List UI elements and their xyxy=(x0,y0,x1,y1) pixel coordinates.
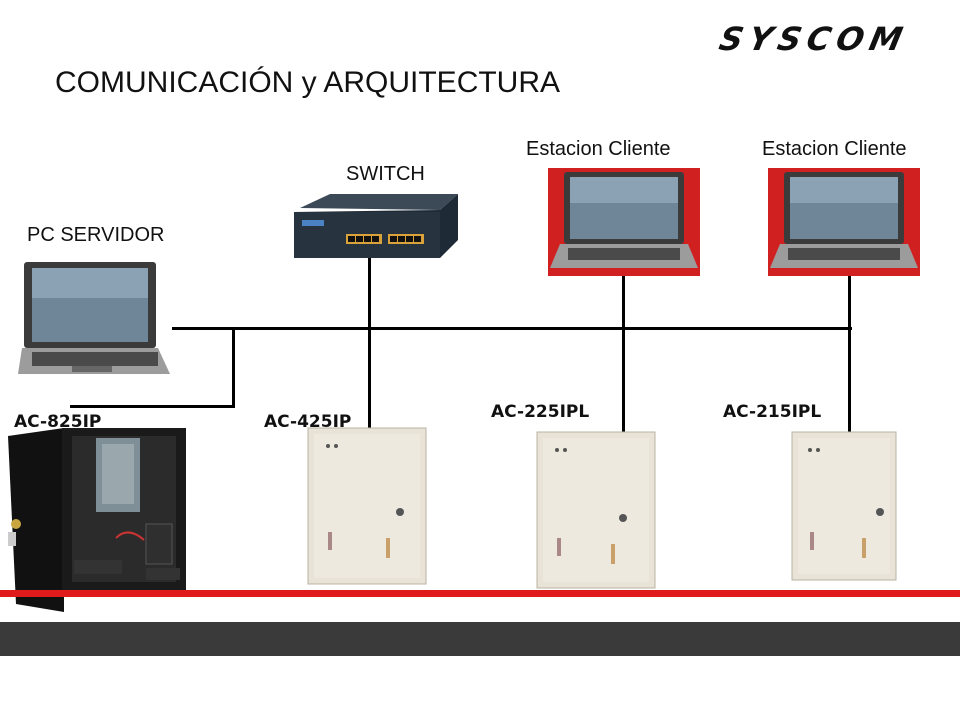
client1-label: Estacion Cliente xyxy=(526,138,671,160)
ac825-panel-icon xyxy=(8,428,186,612)
server-laptop-icon xyxy=(18,262,170,374)
ac225-label: AC-225IPL xyxy=(491,402,590,422)
ac825-label: AC-825IP xyxy=(14,412,102,432)
switch-label: SWITCH xyxy=(346,163,425,185)
client1-laptop-icon xyxy=(548,168,700,276)
page-title: COMUNICACIÓN y ARQUITECTURA xyxy=(55,66,561,99)
footer-bar xyxy=(0,622,960,656)
ac215-enclosure-icon xyxy=(791,431,897,581)
ac215-label: AC-215IPL xyxy=(723,402,822,422)
ac425-label: AC-425IP xyxy=(264,412,352,432)
ac225-enclosure-icon xyxy=(536,431,656,589)
client2-laptop-icon xyxy=(768,168,920,276)
client2-label: Estacion Cliente xyxy=(762,138,907,160)
client1-drop-line xyxy=(622,272,625,435)
ac825-drop-line xyxy=(232,328,235,408)
red-accent-line xyxy=(0,590,960,597)
client2-drop-line xyxy=(848,272,851,435)
syscom-logo: SYSCOM xyxy=(715,20,912,58)
switch-drop-line xyxy=(368,254,371,430)
ac425-enclosure-icon xyxy=(307,427,427,585)
server-label: PC SERVIDOR xyxy=(27,224,165,246)
network-switch-icon xyxy=(294,194,458,258)
ac825-branch-line xyxy=(70,405,235,408)
network-bus-line xyxy=(172,327,852,330)
